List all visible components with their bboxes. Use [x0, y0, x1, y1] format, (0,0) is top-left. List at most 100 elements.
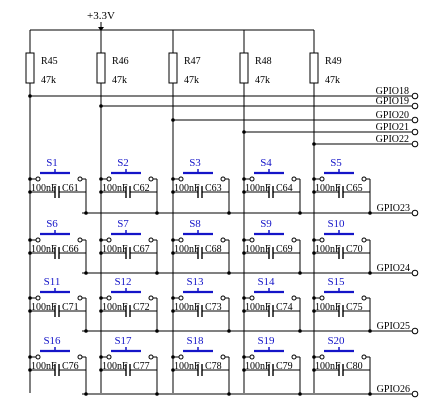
switch-label: S18 — [186, 335, 204, 347]
cap-value: 100nF — [31, 244, 57, 255]
cap-value: 100nF — [31, 302, 57, 313]
cap-name: C80 — [346, 361, 363, 372]
switch-contact — [361, 354, 367, 360]
switch-contact — [220, 176, 226, 182]
junction-dot — [155, 211, 159, 215]
gpio-input-terminal — [411, 209, 419, 217]
gpio-input-label: GPIO23 — [377, 203, 410, 214]
junction-dot — [242, 177, 246, 181]
gpio-output-terminal — [411, 128, 419, 136]
junction-dot — [84, 211, 88, 215]
switch-label: S12 — [114, 276, 131, 288]
switch-contact — [291, 295, 297, 301]
junction-dot — [227, 329, 231, 333]
switch-label: S3 — [189, 157, 201, 169]
junction-dot — [368, 211, 372, 215]
switch-contact — [148, 295, 154, 301]
switch-contact — [148, 237, 154, 243]
cap-value: 100nF — [245, 244, 271, 255]
cap-name: C70 — [346, 244, 363, 255]
junction-dot — [28, 296, 32, 300]
switch-contact — [220, 237, 226, 243]
junction-dot — [99, 355, 103, 359]
gpio-input-terminal — [411, 327, 419, 335]
switch-contact — [77, 237, 83, 243]
cap-name: C75 — [346, 302, 363, 313]
cap-name: C73 — [205, 302, 222, 313]
junction-dot — [84, 271, 88, 275]
switch-label: S20 — [327, 335, 345, 347]
cap-value: 100nF — [315, 183, 341, 194]
gpio-input-label: GPIO26 — [377, 384, 410, 395]
gpio-output-label: GPIO21 — [376, 122, 409, 133]
junction-dot — [312, 368, 316, 372]
supply-label: +3.3V — [87, 10, 115, 22]
switch-label: S9 — [260, 218, 272, 230]
junction-dot — [155, 329, 159, 333]
switch-contact — [220, 295, 226, 301]
gpio-input-terminal — [411, 390, 419, 398]
switch-contact — [249, 176, 255, 182]
junction-dot — [298, 392, 302, 396]
supply-arrow — [98, 27, 104, 31]
cap-name: C68 — [205, 244, 222, 255]
junction-dot — [99, 368, 103, 372]
switch-contact — [148, 176, 154, 182]
switch-contact — [361, 176, 367, 182]
switch-label: S8 — [189, 218, 201, 230]
switch-contact — [291, 354, 297, 360]
junction-dot — [242, 309, 246, 313]
junction-dot — [312, 238, 316, 242]
junction-dot — [312, 177, 316, 181]
cap-name: C71 — [62, 302, 79, 313]
gpio-input-label: GPIO24 — [377, 263, 410, 274]
cap-name: C74 — [276, 302, 293, 313]
junction-dot — [171, 118, 175, 122]
junction-dot — [171, 251, 175, 255]
junction-dot — [28, 94, 32, 98]
resistor-name: R48 — [255, 56, 272, 67]
junction-dot — [227, 392, 231, 396]
cap-value: 100nF — [315, 302, 341, 313]
cap-value: 100nF — [102, 244, 128, 255]
resistor-body — [96, 52, 106, 84]
cap-value: 100nF — [245, 302, 271, 313]
junction-dot — [312, 296, 316, 300]
switch-contact — [178, 176, 184, 182]
wires — [29, 22, 412, 395]
junction-dot — [171, 190, 175, 194]
cap-value: 100nF — [31, 361, 57, 372]
switch-contact — [249, 354, 255, 360]
switch-label: S16 — [43, 335, 61, 347]
switch-label: S6 — [46, 218, 58, 230]
switch-label: S4 — [260, 157, 272, 169]
junction-dot — [99, 190, 103, 194]
cap-name: C78 — [205, 361, 222, 372]
junction-dot — [171, 177, 175, 181]
junction-dot — [298, 329, 302, 333]
cap-value: 100nF — [102, 183, 128, 194]
cap-name: C63 — [205, 183, 222, 194]
cap-name: C67 — [133, 244, 150, 255]
cap-name: C79 — [276, 361, 293, 372]
cap-name: C77 — [133, 361, 150, 372]
cap-value: 100nF — [174, 302, 200, 313]
junction-dot — [312, 309, 316, 313]
labels: +3.3VR4547kGPIO18R4647kGPIO19R4747kGPIO2… — [31, 10, 410, 395]
cap-value: 100nF — [315, 244, 341, 255]
junction-dot — [171, 355, 175, 359]
switch-label: S10 — [327, 218, 345, 230]
switch-contact — [106, 295, 112, 301]
junction-dot — [99, 296, 103, 300]
resistor-body — [309, 52, 319, 84]
junction-dot — [99, 104, 103, 108]
gpio-output-terminal — [411, 92, 419, 100]
junction-dot — [242, 296, 246, 300]
cap-name: C62 — [133, 183, 150, 194]
gpio-input-label: GPIO25 — [377, 321, 410, 332]
resistor-value: 47k — [41, 75, 56, 86]
cap-value: 100nF — [174, 361, 200, 372]
junction-dot — [242, 130, 246, 134]
switch-contact — [249, 295, 255, 301]
